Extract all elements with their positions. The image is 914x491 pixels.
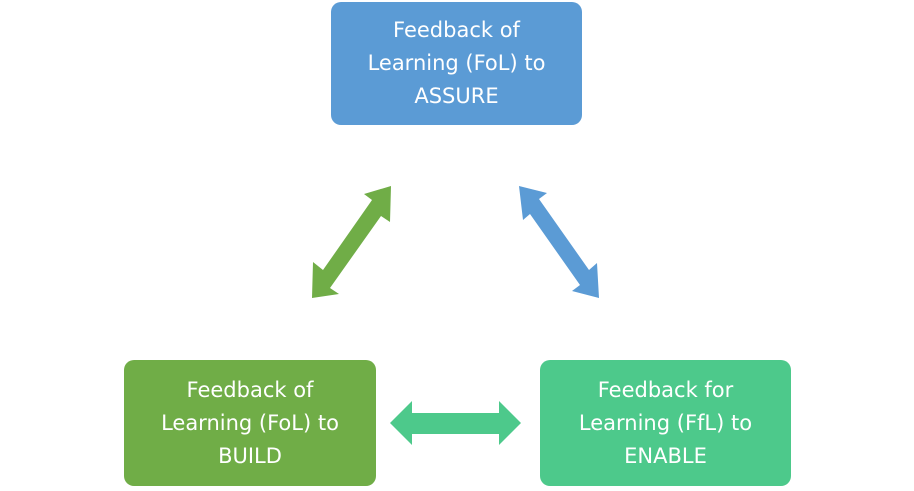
node-assure: Feedback of Learning (FoL) to ASSURE xyxy=(331,2,582,125)
node-build-line-3: BUILD xyxy=(218,443,282,468)
node-build-line-2: Learning (FoL) to xyxy=(161,410,339,435)
node-enable-line-3: ENABLE xyxy=(624,443,707,468)
node-enable-line-1: Feedback for xyxy=(597,377,734,402)
node-enable: Feedback for Learning (FfL) to ENABLE xyxy=(540,360,791,486)
node-assure-line-2: Learning (FoL) to xyxy=(367,51,546,75)
node-assure-line-3: ASSURE xyxy=(414,84,499,108)
arrow-assure-enable xyxy=(519,186,599,298)
node-enable-line-2: Learning (FfL) to xyxy=(578,410,753,435)
arrow-build-enable xyxy=(390,401,521,445)
node-build: Feedback of Learning (FoL) to BUILD xyxy=(124,360,376,486)
node-build-line-1: Feedback of xyxy=(186,377,314,402)
arrow-build-assure xyxy=(312,186,391,298)
node-assure-line-1: Feedback of xyxy=(393,18,520,42)
